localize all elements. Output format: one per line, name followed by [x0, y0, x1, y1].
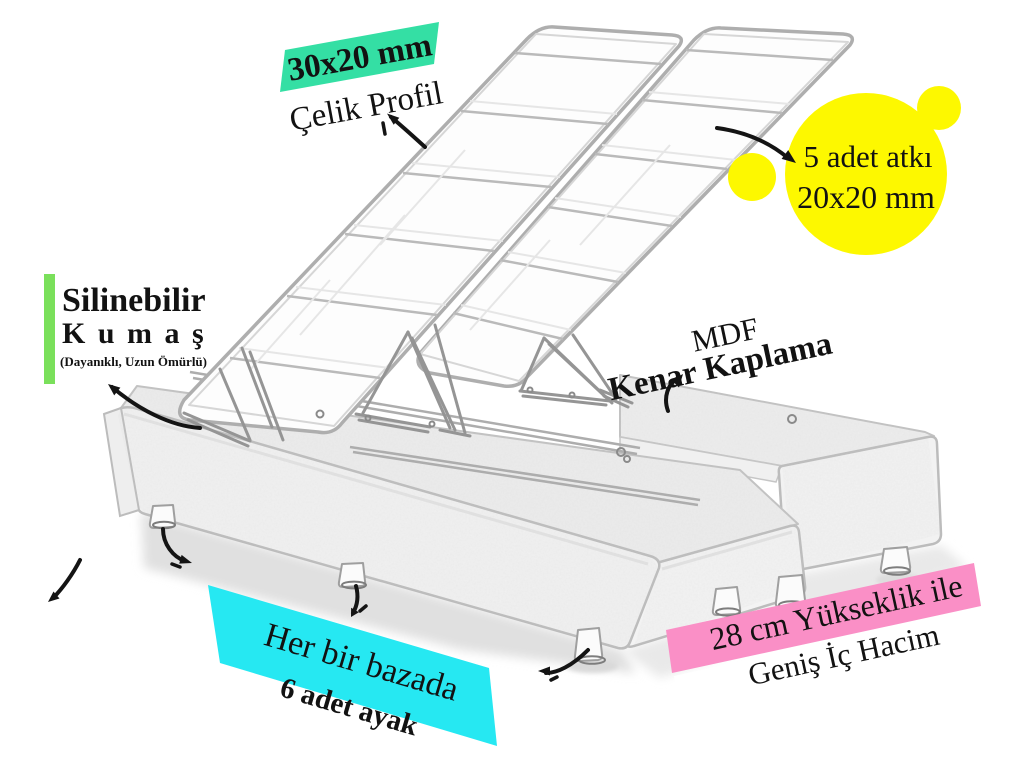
svg-text:Kumaş: Kumaş [62, 317, 216, 350]
svg-text:(Dayanıklı, Uzun Ömürlü): (Dayanıklı, Uzun Ömürlü) [60, 354, 207, 369]
svg-text:Silinebilir: Silinebilir [62, 282, 206, 319]
svg-text:20x20 mm: 20x20 mm [797, 179, 935, 215]
svg-text:5 adet atkı: 5 adet atkı [803, 139, 933, 174]
